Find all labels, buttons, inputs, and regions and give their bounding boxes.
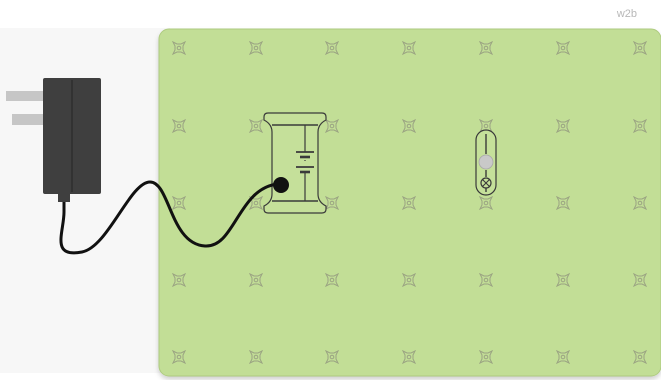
snap-peg-icon xyxy=(401,40,417,56)
breadboard[interactable] xyxy=(158,28,661,377)
power-cable xyxy=(59,180,280,255)
snap-peg-icon xyxy=(401,349,417,365)
snap-peg-icon xyxy=(632,195,648,211)
lamp-symbol-icon xyxy=(478,134,494,192)
snap-peg-icon xyxy=(401,195,417,211)
snap-peg-icon xyxy=(555,118,571,134)
snap-peg-icon xyxy=(632,118,648,134)
battery-symbol-icon xyxy=(272,124,318,202)
snap-peg-icon xyxy=(478,349,494,365)
snap-peg-icon xyxy=(632,40,648,56)
battery-module[interactable] xyxy=(263,112,327,214)
snap-peg-icon xyxy=(171,118,187,134)
dc-plug[interactable] xyxy=(273,177,289,193)
bulb-module[interactable] xyxy=(475,129,497,196)
snap-peg-icon xyxy=(324,118,340,134)
snap-peg-icon xyxy=(401,272,417,288)
battery-body xyxy=(263,112,327,214)
adapter-strain-relief xyxy=(58,192,70,202)
snap-peg-icon xyxy=(171,195,187,211)
peg-grid xyxy=(171,40,648,365)
snap-peg-icon xyxy=(248,118,264,134)
snap-peg-icon xyxy=(248,40,264,56)
snap-peg-icon xyxy=(324,349,340,365)
adapter-prong-top xyxy=(6,91,46,101)
snap-peg-icon xyxy=(324,195,340,211)
snap-peg-icon xyxy=(478,40,494,56)
snap-peg-icon xyxy=(171,349,187,365)
snap-peg-icon xyxy=(555,195,571,211)
snap-peg-icon xyxy=(478,195,494,211)
corner-label: w2b xyxy=(616,8,637,20)
power-adapter-icon[interactable] xyxy=(6,78,101,202)
snap-peg-icon xyxy=(248,349,264,365)
snap-peg-icon xyxy=(171,40,187,56)
snap-peg-icon xyxy=(401,118,417,134)
snap-peg-icon xyxy=(248,272,264,288)
snap-peg-icon xyxy=(171,272,187,288)
snap-peg-icon xyxy=(555,40,571,56)
adapter-prong-bottom xyxy=(12,114,46,125)
snap-peg-icon xyxy=(324,272,340,288)
snap-peg-icon xyxy=(555,272,571,288)
snap-peg-icon xyxy=(632,349,648,365)
snap-peg-icon xyxy=(324,40,340,56)
snap-peg-icon xyxy=(248,195,264,211)
snap-peg-icon xyxy=(555,349,571,365)
snap-peg-icon xyxy=(478,272,494,288)
snap-peg-icon xyxy=(632,272,648,288)
